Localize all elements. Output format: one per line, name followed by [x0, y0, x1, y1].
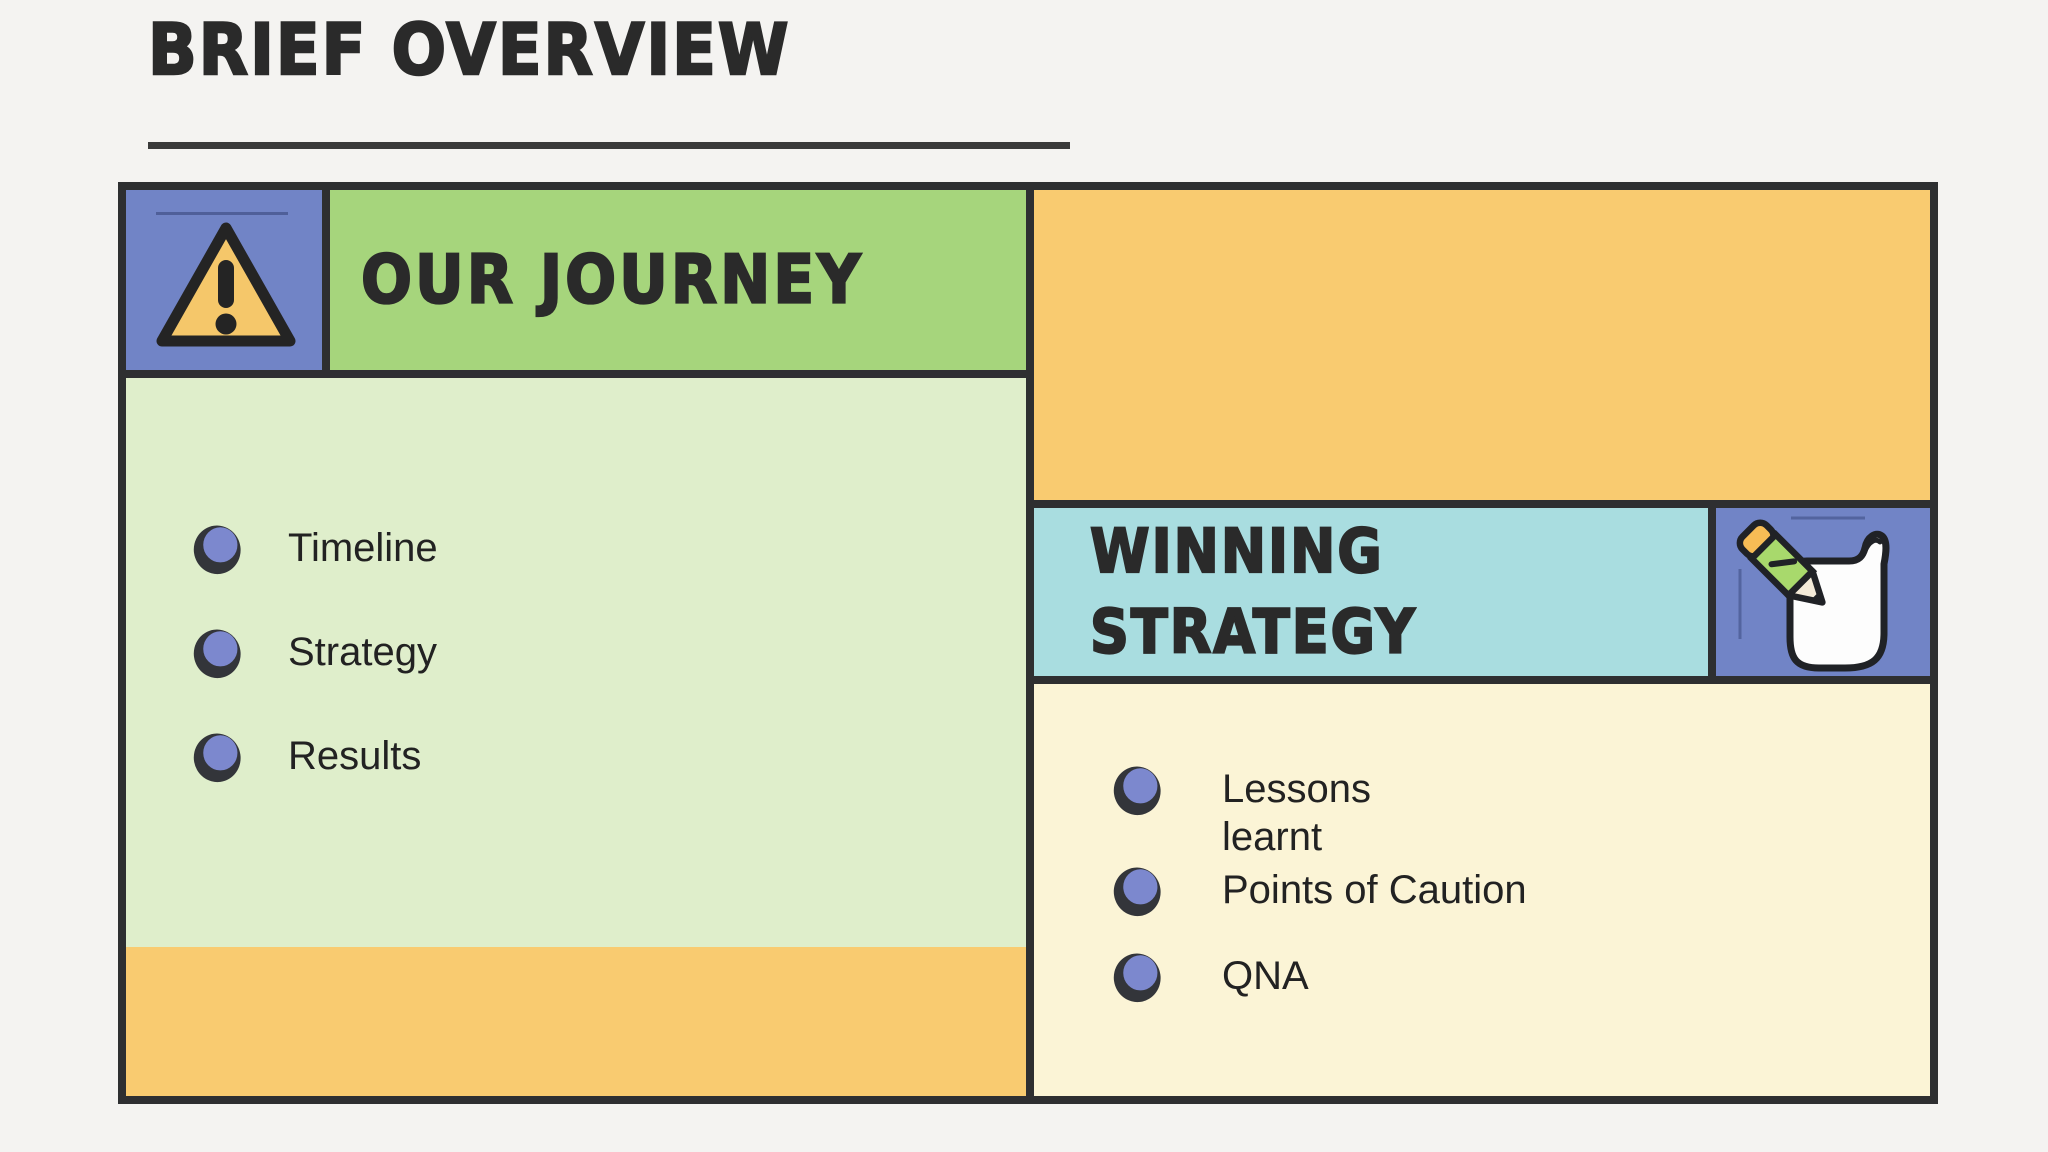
- section-heading-our-journey: OUR JOURNEY: [360, 240, 864, 321]
- warning-icon-cell: [126, 190, 330, 370]
- list-item: Strategy: [192, 623, 1026, 681]
- title-underline: [148, 142, 1070, 149]
- bullet-icon: [1113, 867, 1161, 917]
- section-heading-winning-strategy: WINNING STRATEGY: [1089, 515, 1417, 668]
- our-journey-body: Timeline Strategy Re: [126, 378, 1026, 947]
- list-item: Points of Caution: [1112, 861, 1930, 919]
- bullet-icon: [193, 525, 241, 575]
- bullet-icon: [1113, 766, 1161, 816]
- list-item: Lessons learnt: [1112, 760, 1930, 861]
- item-label: Results: [288, 733, 422, 778]
- section-winning-strategy: WINNING STRATEGY: [1034, 190, 1930, 1096]
- winning-strategy-title-cell: WINNING STRATEGY: [1034, 508, 1708, 676]
- top-accent-block: [1034, 190, 1930, 508]
- item-label: QNA: [1222, 954, 1309, 998]
- item-label: Lessons learnt: [1222, 767, 1371, 859]
- page-title: BRIEF OVERVIEW: [147, 9, 791, 93]
- bullet-icon: [1113, 953, 1161, 1003]
- bullet-icon: [193, 733, 241, 783]
- item-label: Points of Caution: [1222, 868, 1527, 912]
- pencil-paper-icon: [1736, 516, 1890, 672]
- overview-board: OUR JOURNEY Timeline: [118, 182, 1938, 1104]
- item-label: Timeline: [288, 525, 438, 570]
- winning-strategy-header-row: WINNING STRATEGY: [1034, 508, 1930, 684]
- our-journey-title-cell: OUR JOURNEY: [330, 190, 1026, 370]
- bottom-accent-band: [126, 947, 1026, 1096]
- section-our-journey: OUR JOURNEY Timeline: [126, 190, 1034, 1096]
- list-item: Timeline: [192, 519, 1026, 577]
- sketch-line: [156, 212, 288, 215]
- bullet-icon: [193, 629, 241, 679]
- winning-strategy-list: Lessons learnt Points of Caution: [1034, 684, 1930, 1005]
- list-item: Results: [192, 727, 1026, 785]
- our-journey-header-row: OUR JOURNEY: [126, 190, 1026, 378]
- our-journey-list: Timeline Strategy Re: [126, 378, 1026, 785]
- pencil-paper-icon-cell: [1708, 508, 1930, 676]
- warning-icon: [156, 222, 296, 347]
- winning-strategy-body: Lessons learnt Points of Caution: [1034, 684, 1930, 1096]
- item-label: Strategy: [288, 629, 437, 674]
- list-item: QNA: [1112, 947, 1930, 1005]
